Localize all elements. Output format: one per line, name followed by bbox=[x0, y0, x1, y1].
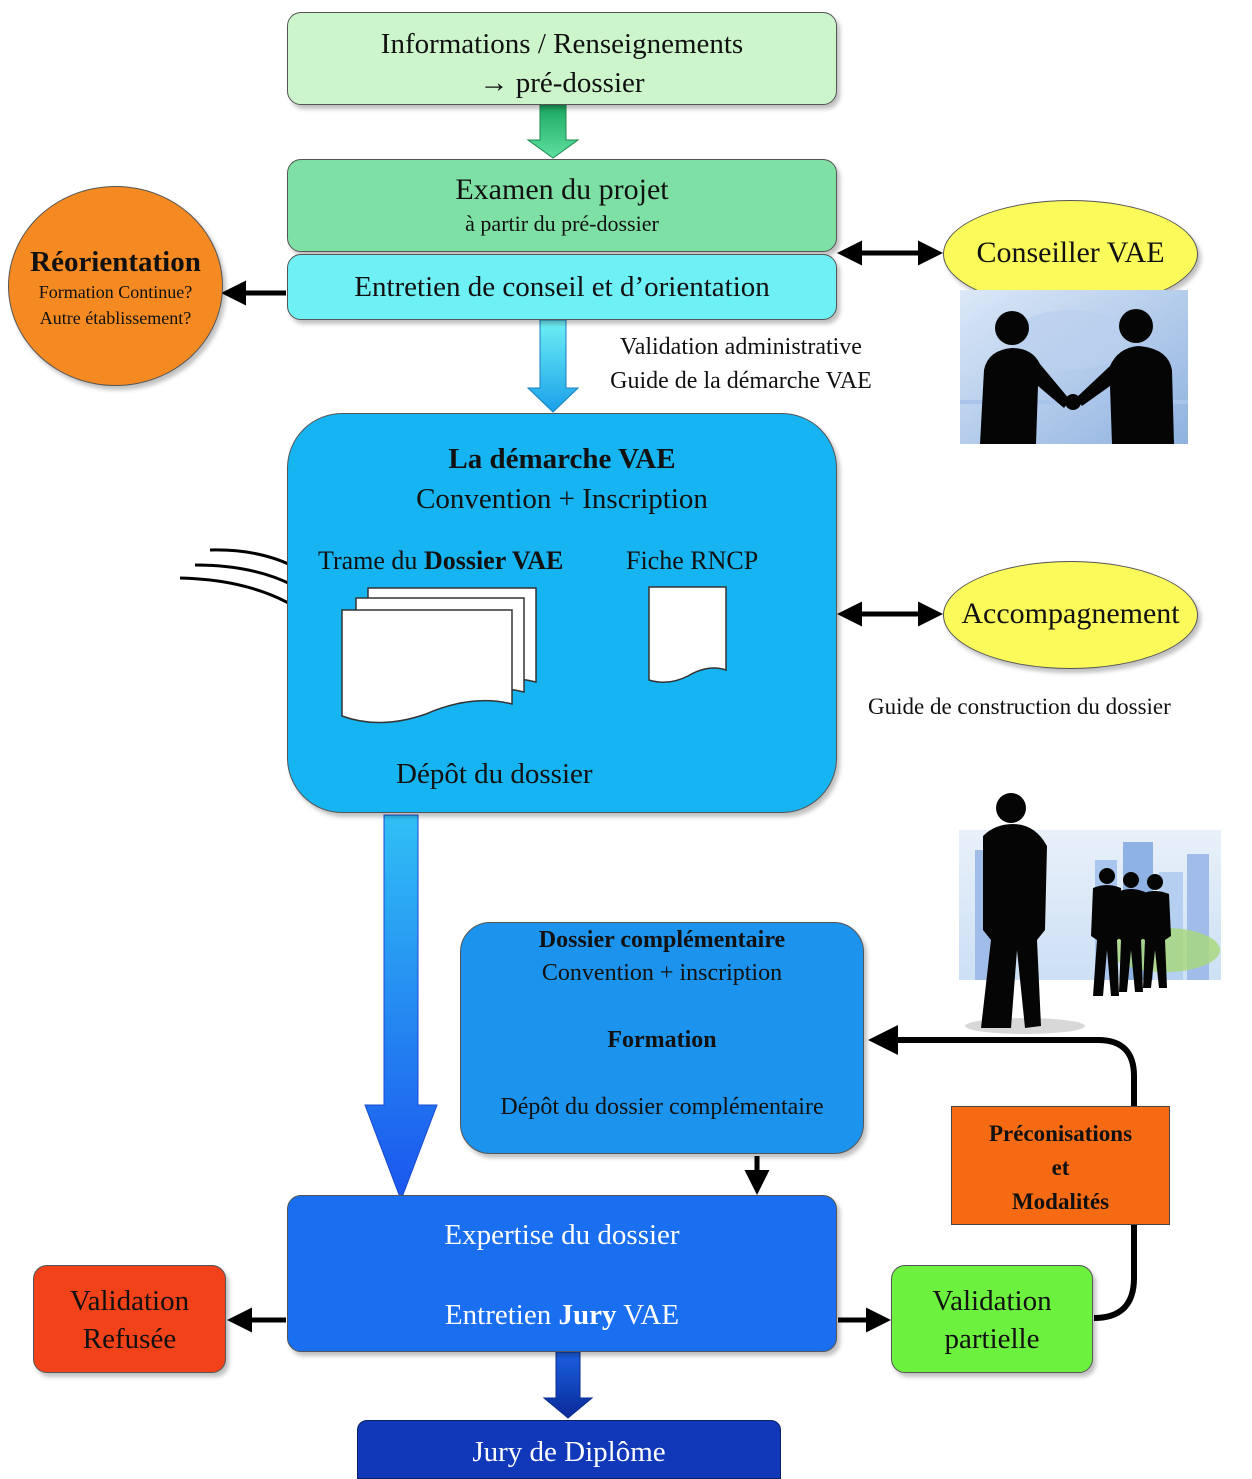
demarche-subtitle: Convention + Inscription bbox=[416, 483, 708, 515]
entretien-box: Entretien de conseil et d’orientation bbox=[287, 254, 837, 320]
handshake-icon bbox=[960, 290, 1188, 444]
entretien-label: Entretien de conseil et d’orientation bbox=[354, 271, 770, 303]
expertise-line2-suffix: VAE bbox=[616, 1299, 680, 1331]
info-line2: → pré-dossier bbox=[479, 67, 645, 99]
trame-bold: Dossier VAE bbox=[423, 546, 564, 575]
partielle-box: Validation partielle bbox=[891, 1265, 1093, 1373]
accompagnement-ellipse: Accompagnement bbox=[943, 561, 1198, 669]
expertise-line2-bold: Jury bbox=[558, 1299, 617, 1331]
preconisations-line1: Préconisations bbox=[988, 1121, 1133, 1146]
accompagnement-caption: Guide de construction du dossier bbox=[868, 694, 1171, 719]
refusee-line1: Validation bbox=[69, 1285, 190, 1317]
reorientation-line1: Formation Continue? bbox=[38, 282, 193, 302]
examen-title: Examen du projet bbox=[455, 173, 669, 206]
business-people-icon bbox=[959, 793, 1221, 1034]
complementaire-title: Dossier complémentaire bbox=[538, 927, 786, 953]
demarche-title: La démarche VAE bbox=[448, 443, 676, 475]
validation-admin-text: Validation administrative Guide de la dé… bbox=[560, 330, 922, 398]
complementaire-formation: Formation bbox=[607, 1027, 717, 1053]
depot-label: Dépôt du dossier bbox=[396, 758, 593, 790]
refusee-box: Validation Refusée bbox=[33, 1265, 226, 1373]
jury-label: Jury de Diplôme bbox=[472, 1436, 666, 1468]
jury-box: Jury de Diplôme bbox=[357, 1420, 781, 1479]
arrow-entretien-to-demarche bbox=[526, 319, 580, 413]
partielle-line1: Validation bbox=[932, 1285, 1052, 1317]
examen-box: Examen du projet à partir du pré-dossier bbox=[287, 159, 837, 252]
expertise-box: Expertise du dossier Entretien Jury VAE bbox=[287, 1195, 837, 1352]
validation-admin-line2: Guide de la démarche VAE bbox=[610, 368, 872, 394]
reorientation-circle: Réorientation Formation Continue? Autre … bbox=[8, 186, 223, 386]
preconisations-line2: et bbox=[1051, 1155, 1070, 1180]
info-line1: Informations / Renseignements bbox=[380, 28, 744, 60]
expertise-line1: Expertise du dossier bbox=[444, 1219, 680, 1251]
document-stack-icon bbox=[341, 587, 537, 724]
arrow-demarche-to-expertise bbox=[364, 814, 438, 1202]
fiche-label: Fiche RNCP bbox=[626, 546, 759, 575]
arrow-feedback-loop bbox=[868, 1025, 1137, 1321]
reorientation-title: Réorientation bbox=[30, 246, 201, 278]
arrow-info-to-examen bbox=[526, 104, 580, 159]
refusee-line2: Refusée bbox=[82, 1323, 177, 1355]
preconisations-box: Préconisations et Modalités bbox=[951, 1106, 1170, 1225]
document-icon bbox=[648, 586, 727, 683]
preconisations-line3: Modalités bbox=[1011, 1189, 1110, 1214]
complementaire-subtitle: Convention + inscription bbox=[541, 960, 783, 986]
conseiller-label: Conseiller VAE bbox=[976, 236, 1165, 269]
validation-admin-line1: Validation administrative bbox=[620, 334, 862, 360]
arrow-expertise-to-jury bbox=[542, 1351, 594, 1419]
trame-label: Trame du Dossier VAE bbox=[318, 545, 563, 577]
complementaire-box: Dossier complémentaire Convention + insc… bbox=[460, 922, 864, 1154]
examen-subtitle: à partir du pré-dossier bbox=[465, 211, 659, 236]
accompagnement-label: Accompagnement bbox=[961, 597, 1180, 630]
reorientation-line2: Autre établissement? bbox=[39, 308, 192, 328]
trame-prefix: Trame du bbox=[318, 546, 424, 575]
complementaire-depot: Dépôt du dossier complémentaire bbox=[500, 1094, 824, 1120]
info-box: Informations / Renseignements → pré-doss… bbox=[287, 12, 837, 105]
expertise-line2-prefix: Entretien bbox=[444, 1299, 559, 1331]
partielle-line2: partielle bbox=[944, 1323, 1040, 1355]
expertise-line2: Entretien Jury VAE bbox=[288, 1298, 836, 1332]
